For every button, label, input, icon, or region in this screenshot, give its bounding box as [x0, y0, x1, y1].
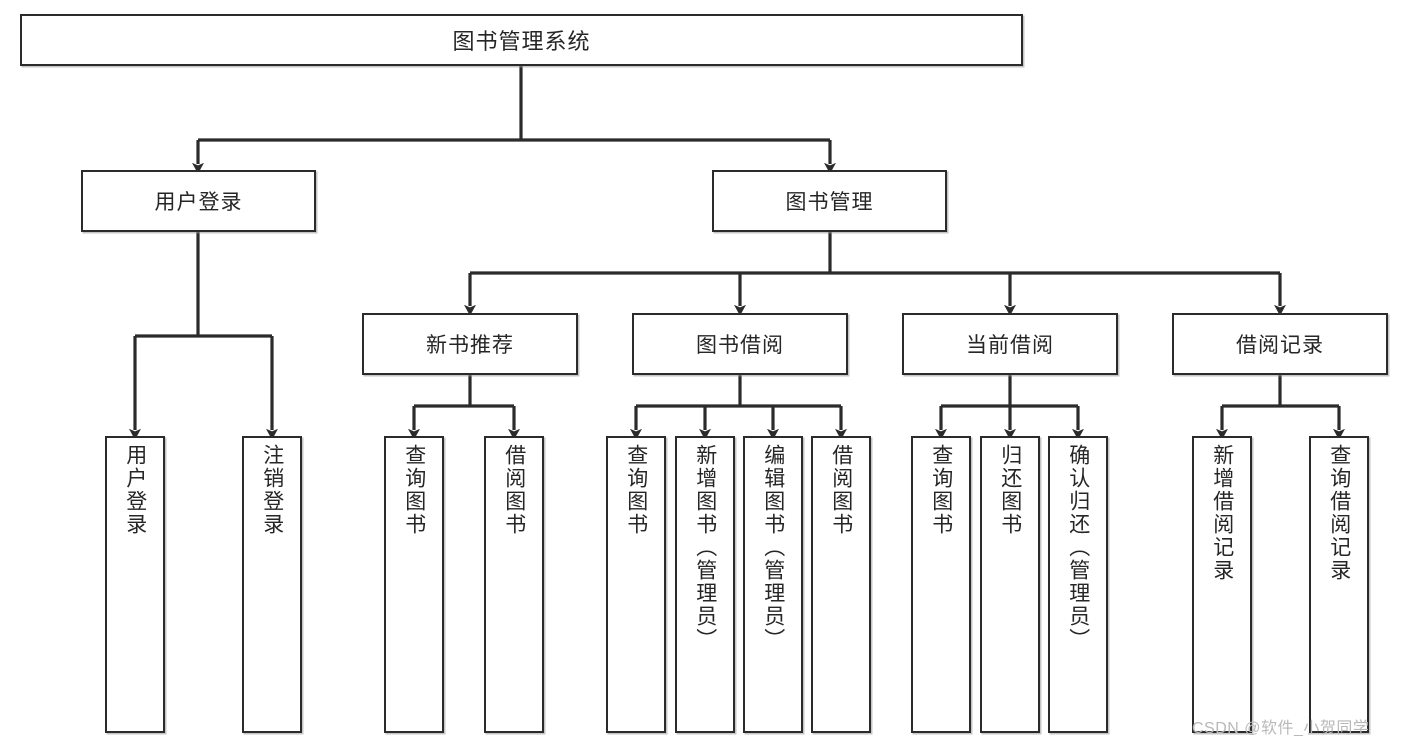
node-label: 借阅图书 [502, 444, 526, 536]
node-label: 图书借阅 [696, 334, 784, 357]
node-label: 注销登录 [260, 444, 284, 536]
leaf-record-query-record[interactable]: 查询借阅记录 [1309, 436, 1369, 733]
leaf-borrow-add-book-admin[interactable]: 新增图书（管理员） [675, 436, 735, 733]
node-label: 当前借阅 [966, 334, 1054, 357]
leaf-current-confirm-return-admin[interactable]: 确认归还（管理员） [1048, 436, 1108, 733]
leaf-user-login-logout[interactable]: 注销登录 [242, 436, 302, 733]
leaf-user-login-login[interactable]: 用户登录 [105, 436, 165, 733]
node-root-system[interactable]: 图书管理系统 [20, 14, 1023, 66]
node-label: 新增图书（管理员） [693, 444, 717, 651]
node-label: 借阅图书 [829, 444, 853, 536]
node-label: 查询图书 [402, 444, 426, 536]
node-user-login[interactable]: 用户登录 [81, 170, 316, 232]
node-label: 图书管理 [785, 191, 874, 214]
node-label: 确认归还（管理员） [1066, 444, 1090, 651]
leaf-borrow-query-book[interactable]: 查询图书 [606, 436, 666, 733]
node-label: 用户登录 [123, 444, 147, 536]
node-label: 查询图书 [929, 444, 953, 536]
node-label: 借阅记录 [1236, 334, 1324, 357]
watermark: CSDN @软件_小贺同学 [1192, 720, 1370, 737]
node-label: 图书管理系统 [452, 29, 591, 54]
node-borrow-record[interactable]: 借阅记录 [1172, 313, 1388, 375]
node-book-borrow[interactable]: 图书借阅 [632, 313, 848, 375]
node-label: 编辑图书（管理员） [761, 444, 785, 651]
node-label: 查询借阅记录 [1327, 444, 1351, 582]
leaf-recommend-query-book[interactable]: 查询图书 [384, 436, 444, 733]
node-label: 查询图书 [624, 444, 648, 536]
node-current-borrow[interactable]: 当前借阅 [902, 313, 1118, 375]
node-new-book-recommend[interactable]: 新书推荐 [362, 313, 578, 375]
leaf-borrow-edit-book-admin[interactable]: 编辑图书（管理员） [743, 436, 803, 733]
node-label: 新增借阅记录 [1210, 444, 1234, 582]
leaf-current-return-book[interactable]: 归还图书 [980, 436, 1040, 733]
leaf-record-add-record[interactable]: 新增借阅记录 [1192, 436, 1252, 733]
node-label: 新书推荐 [426, 334, 514, 357]
node-book-management[interactable]: 图书管理 [712, 170, 947, 232]
leaf-borrow-borrow-book[interactable]: 借阅图书 [811, 436, 871, 733]
leaf-current-query-book[interactable]: 查询图书 [911, 436, 971, 733]
leaf-recommend-borrow-book[interactable]: 借阅图书 [484, 436, 544, 733]
node-label: 用户登录 [154, 191, 243, 214]
node-label: 归还图书 [998, 444, 1022, 536]
